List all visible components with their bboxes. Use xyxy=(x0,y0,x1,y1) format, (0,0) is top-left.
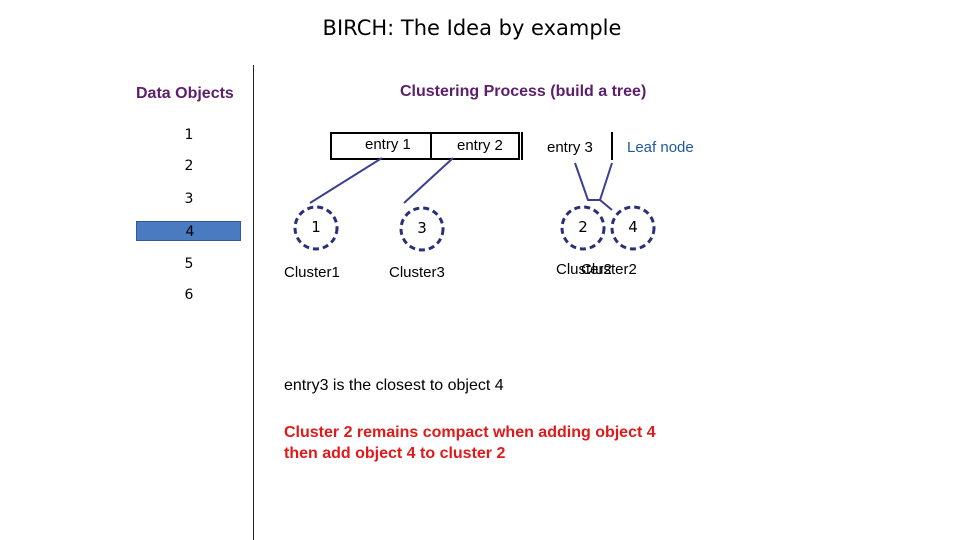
slide-title: BIRCH: The Idea by example xyxy=(322,16,622,40)
cluster3-circle xyxy=(399,206,445,252)
cluster1-member: 1 xyxy=(311,218,321,236)
cluster2-label-b: Cluster2 xyxy=(581,261,637,278)
entry-1-label: entry 1 xyxy=(365,136,411,153)
cluster3-member: 3 xyxy=(417,219,427,237)
object-6: 6 xyxy=(184,287,194,303)
cluster1-circle xyxy=(293,205,339,251)
cluster2-label-a: Cluster2 xyxy=(556,261,612,278)
compact-note-line2: then add object 4 to cluster 2 xyxy=(284,445,506,462)
data-objects-heading: Data Objects xyxy=(136,85,234,102)
object-2: 2 xyxy=(184,158,194,174)
edge-entry3-cluster2 xyxy=(574,162,613,201)
node-separator xyxy=(430,132,432,160)
divider-line xyxy=(253,65,254,540)
cluster3-label: Cluster3 xyxy=(389,264,445,281)
leaf-node-label: Leaf node xyxy=(627,139,694,156)
tree-node xyxy=(330,132,520,160)
object-4-highlighted: 4 xyxy=(136,221,241,241)
compact-note-line1: Cluster 2 remains compact when adding ob… xyxy=(284,424,656,441)
closest-entry-note: entry3 is the closest to object 4 xyxy=(284,377,504,394)
edge-entry3-object4 xyxy=(599,199,613,211)
cluster2-circle-b xyxy=(610,205,656,251)
cluster2-circle-a xyxy=(560,205,606,251)
edge-entry1-cluster1 xyxy=(309,157,383,204)
entry-3-label: entry 3 xyxy=(547,139,593,156)
entry-2-label: entry 2 xyxy=(457,137,503,154)
clustering-process-heading: Clustering Process (build a tree) xyxy=(400,83,647,100)
cluster2-member-2: 2 xyxy=(578,218,588,236)
cluster2-member-4: 4 xyxy=(628,218,638,236)
cluster1-label: Cluster1 xyxy=(284,264,340,281)
edge-entry2-cluster3 xyxy=(403,157,454,204)
object-3: 3 xyxy=(184,191,194,207)
object-5: 5 xyxy=(184,256,194,272)
object-1: 1 xyxy=(184,127,194,143)
